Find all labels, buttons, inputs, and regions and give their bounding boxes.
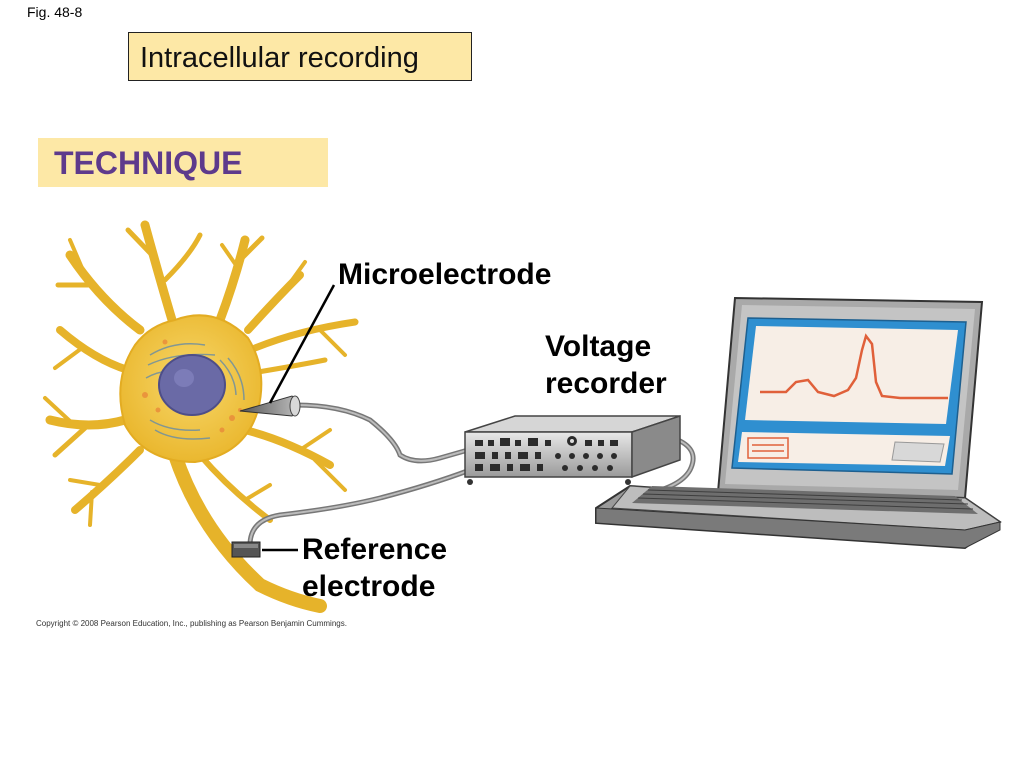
page-title: Intracellular recording: [140, 42, 419, 74]
nucleus: [158, 354, 226, 416]
reference-electrode-label-line2: electrode: [302, 570, 436, 603]
title-box: Intracellular recording: [128, 32, 472, 81]
reference-electrode-label-line1: Reference: [302, 533, 448, 566]
action-potential-trace: [760, 333, 948, 400]
voltage-recorder-label-line2: recorder: [545, 367, 667, 400]
neuron: [43, 220, 359, 613]
microelectrode-label: Microelectrode: [338, 258, 552, 291]
microelectrode: [239, 395, 469, 464]
technique-heading: TECHNIQUE: [54, 145, 243, 181]
microelectrode-pointer-line: [268, 284, 336, 404]
copyright-notice: Copyright © 2008 Pearson Education, Inc.…: [36, 619, 347, 628]
voltage-recorder-label-line1: Voltage: [545, 330, 652, 363]
technique-box: TECHNIQUE: [38, 138, 328, 187]
laptop: [595, 296, 1002, 550]
figure-number: Fig. 48-8: [27, 4, 83, 20]
reference-electrode: [231, 467, 471, 558]
voltage-recorder: [464, 414, 681, 485]
